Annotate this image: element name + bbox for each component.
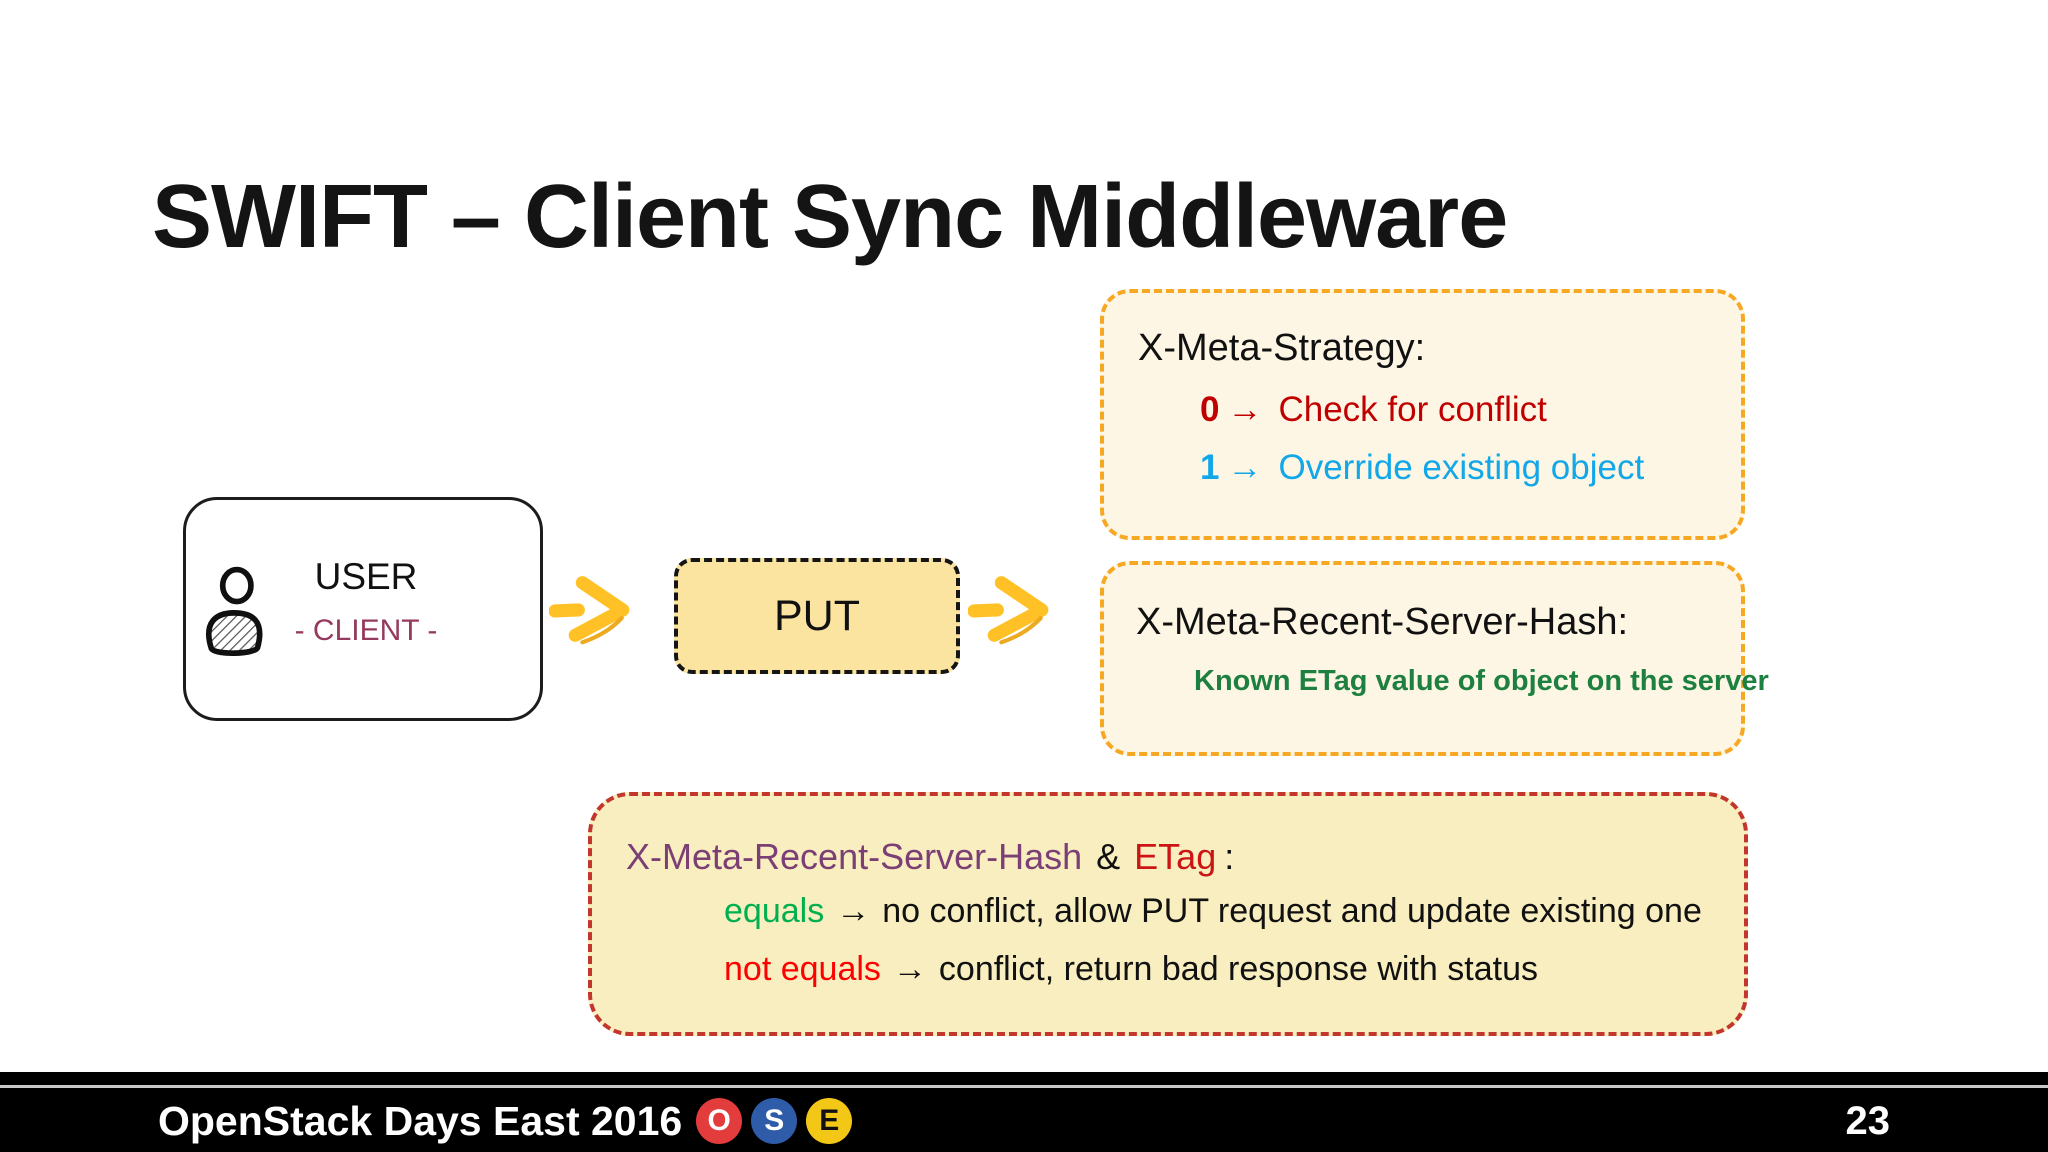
rule-0-outcome: no conflict, allow PUT request and updat… <box>882 892 1702 930</box>
badge-s-icon: S <box>751 1098 798 1144</box>
logic-term-etag: ETag <box>1134 836 1217 877</box>
strategy-option-1-key: 1 <box>1200 448 1220 487</box>
person-icon <box>206 566 263 656</box>
badge-o-icon: O <box>696 1098 743 1144</box>
x-meta-strategy-box: X-Meta-Strategy: 0→ Check for conflict 1→… <box>1100 289 1745 540</box>
put-label: PUT <box>774 591 860 640</box>
strategy-title: X-Meta-Strategy: <box>1138 327 1426 369</box>
hash-note: Known ETag value of object on the server <box>1194 665 1769 697</box>
footer-bar: OpenStack Days East 2016 O S E 23 <box>0 1072 2048 1152</box>
logic-rule-equals: equals → no conflict, allow PUT request an… <box>724 890 1702 932</box>
footer-content: OpenStack Days East 2016 O S E 23 <box>158 1090 1890 1152</box>
strategy-option-0-key: 0 <box>1200 390 1220 429</box>
right-arrow-glyph: → <box>1227 448 1263 487</box>
rule-0-condition: equals <box>724 892 825 930</box>
right-arrow-glyph: → <box>1227 390 1263 429</box>
logic-rule-not-equals: not equals → conflict, return bad response… <box>724 948 1702 990</box>
strategy-option-1-text: Override existing object <box>1278 448 1645 487</box>
arrow-right-icon <box>549 576 630 645</box>
ose-logo: O S E <box>696 1098 853 1144</box>
rule-1-outcome: conflict, return bad response with statu… <box>938 950 1538 988</box>
strategy-option-0-text: Check for conflict <box>1278 390 1547 429</box>
conflict-logic-box: X-Meta-Recent-Server-Hash&ETag: equals→n… <box>588 792 1748 1036</box>
right-arrow-glyph: → <box>892 950 927 988</box>
ampersand: & <box>1096 836 1121 877</box>
page-number: 23 <box>1845 1098 1891 1143</box>
arrow-right-icon <box>968 576 1049 645</box>
footer-event-title: OpenStack Days East 2016 <box>158 1097 683 1144</box>
strategy-option-1: 1→ Override existing object <box>1200 445 1644 490</box>
hash-title: X-Meta-Recent-Server-Hash: <box>1136 601 1629 643</box>
page-title: SWIFT – Client Sync Middleware <box>152 167 1508 268</box>
logic-term-hash: X-Meta-Recent-Server-Hash <box>626 836 1083 877</box>
strategy-option-0: 0→ Check for conflict <box>1200 387 1644 432</box>
x-meta-recent-server-hash-box: X-Meta-Recent-Server-Hash: Known ETag va… <box>1100 561 1769 756</box>
user-label: USER <box>314 556 418 597</box>
rule-1-condition: not equals <box>724 950 881 988</box>
strategy-options: 0→ Check for conflict 1→ Override existing… <box>1200 387 1644 490</box>
client-label: - CLIENT - <box>294 614 438 647</box>
right-arrow-glyph: → <box>836 892 871 930</box>
logic-rules: equals → no conflict, allow PUT request an… <box>724 890 1702 990</box>
colon: : <box>1224 836 1235 877</box>
footer-divider-line <box>0 1085 2048 1088</box>
put-box: PUT <box>674 558 960 674</box>
user-client-box: USER - CLIENT - <box>183 497 543 721</box>
badge-e-icon: E <box>806 1098 853 1144</box>
logic-header: X-Meta-Recent-Server-Hash&ETag: <box>626 836 1234 878</box>
